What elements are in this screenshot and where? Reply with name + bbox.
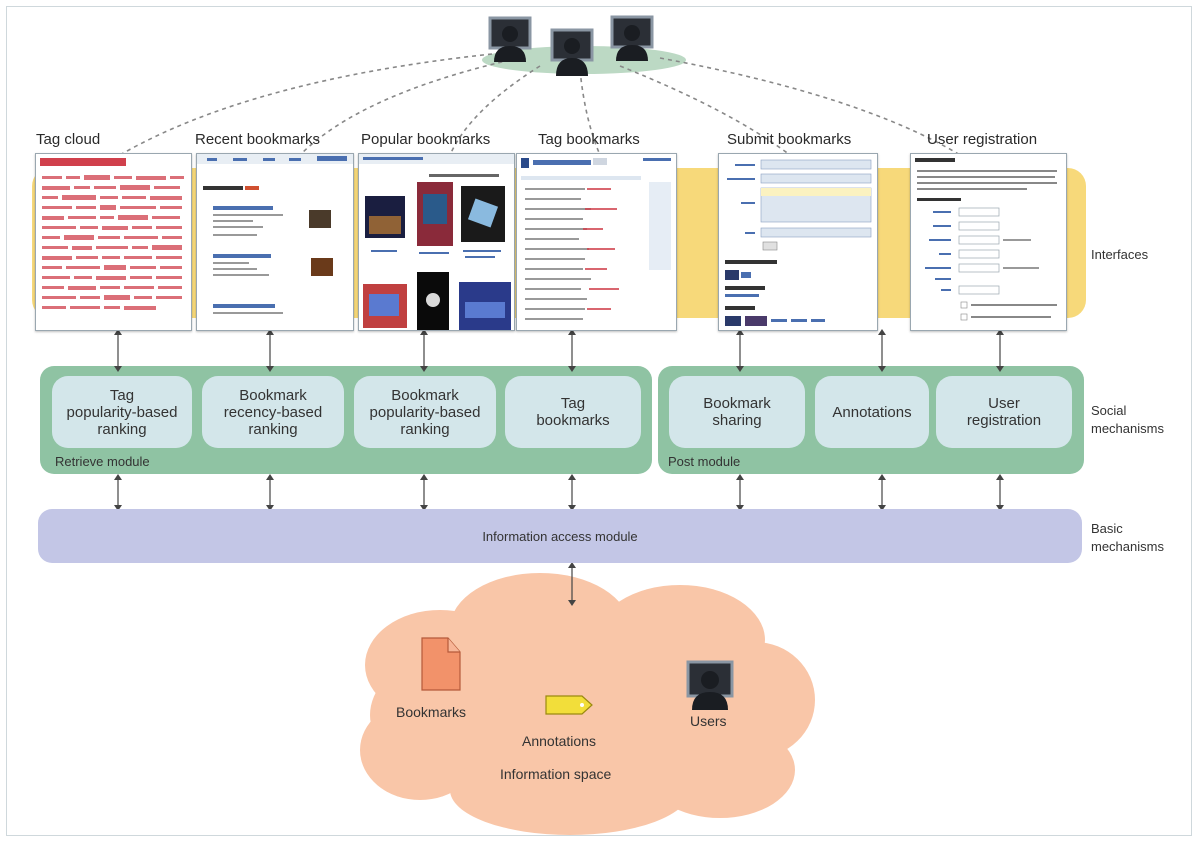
- bookmark-recency-ranking-label: Bookmark recency-based ranking: [223, 386, 323, 438]
- layer-label-social-mechanisms: Social mechanisms: [1091, 403, 1164, 436]
- interface-title-recent-bookmarks: Recent bookmarks: [195, 131, 321, 148]
- user-connection-lines: [119, 53, 961, 156]
- annotation-tag-icon: [545, 695, 593, 715]
- cloud-users-label: Users: [690, 713, 727, 729]
- information-space-title: Information space: [500, 766, 612, 782]
- popular-bookmarks-thumbnail: [359, 154, 514, 330]
- information-access-module: Information access module: [38, 509, 1082, 563]
- arrow-heads: [114, 329, 1004, 606]
- tag-bookmarks-thumbnail: [521, 158, 671, 320]
- recent-bookmarks-thumbnail: [197, 154, 353, 314]
- user-registration-box: User registration: [936, 376, 1072, 448]
- recent-bookmarks-screenshot: [196, 153, 354, 331]
- interface-title-popular-bookmarks: Popular bookmarks: [361, 131, 491, 148]
- cloud-bookmarks-label: Bookmarks: [396, 704, 467, 720]
- bookmark-popularity-ranking-label: Bookmark popularity-based ranking: [369, 386, 481, 438]
- bookmark-sharing-label: Bookmark sharing: [703, 395, 771, 429]
- interface-title-tag-bookmarks: Tag bookmarks: [538, 131, 640, 148]
- interface-title-user-registration: User registration: [927, 131, 1038, 148]
- bookmark-popularity-ranking-box: Bookmark popularity-based ranking: [354, 376, 496, 448]
- tag-popularity-ranking-box: Tag popularity-based ranking: [52, 376, 192, 448]
- tag-bookmarks-screenshot: [516, 153, 677, 331]
- layer-label-interfaces: Interfaces: [1091, 247, 1149, 262]
- retrieve-module-band: [40, 366, 652, 474]
- annotations-label: Annotations: [832, 403, 912, 421]
- user-registration-thumbnail: [915, 158, 1057, 321]
- tag-cloud-thumbnail: [40, 158, 184, 310]
- retrieve-module-label: Retrieve module: [55, 454, 150, 469]
- annotations-box: Annotations: [815, 376, 929, 448]
- interface-title-submit-bookmarks: Submit bookmarks: [727, 131, 852, 148]
- submit-bookmarks-thumbnail: [725, 159, 872, 326]
- tag-bookmarks-box: Tag bookmarks: [505, 376, 641, 448]
- information-access-module-label: Information access module: [482, 528, 638, 544]
- user-registration-label: User registration: [966, 395, 1042, 429]
- bookmark-document-icon: [421, 637, 461, 691]
- submit-bookmarks-screenshot: [718, 153, 878, 331]
- users-group-icon: [488, 15, 654, 76]
- post-module-label: Post module: [668, 454, 741, 469]
- bookmark-recency-ranking-box: Bookmark recency-based ranking: [202, 376, 344, 448]
- popular-bookmarks-screenshot: [358, 153, 515, 331]
- tag-bookmarks-label: Tag bookmarks: [536, 395, 610, 429]
- tag-popularity-ranking-label: Tag popularity-based ranking: [66, 386, 178, 438]
- user-registration-screenshot: [910, 153, 1067, 331]
- layer-arrows: [117, 333, 1001, 602]
- bookmark-sharing-box: Bookmark sharing: [669, 376, 805, 448]
- layer-label-basic-mechanisms: Basic mechanisms: [1091, 521, 1164, 554]
- cloud-annotations-label: Annotations: [522, 733, 596, 749]
- diagram-frame: [6, 6, 1192, 836]
- cloud-user-icon: [686, 660, 734, 710]
- interface-title-tag-cloud: Tag cloud: [36, 131, 101, 148]
- tag-cloud-screenshot: [35, 153, 192, 331]
